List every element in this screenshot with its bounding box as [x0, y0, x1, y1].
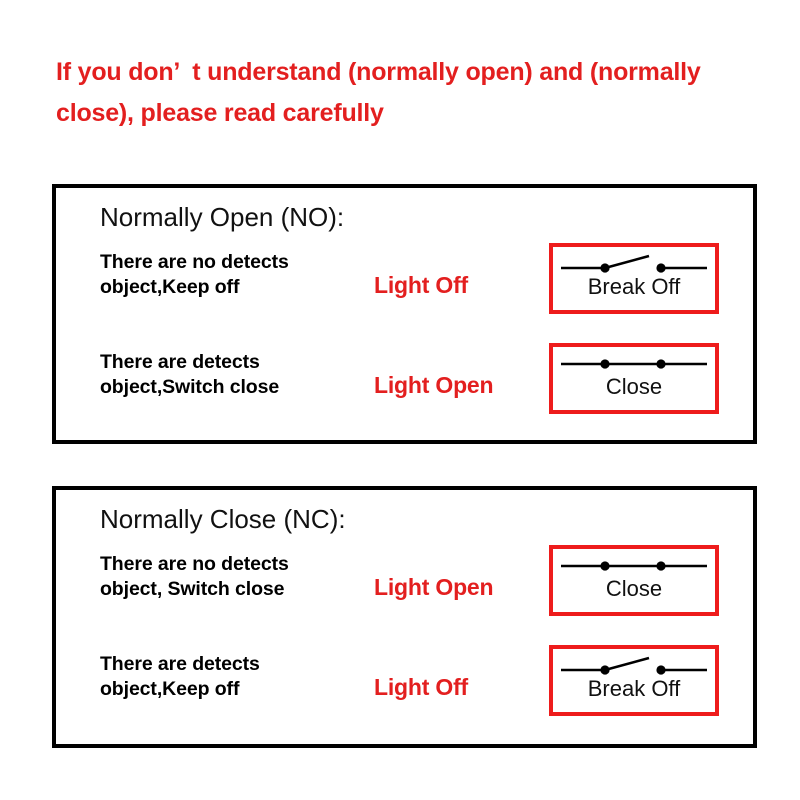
condition-description: There are detects object,Keep off: [100, 653, 260, 700]
switch-symbol-box: Close: [549, 545, 719, 616]
normally-close-panel: Normally Close (NC): There are no detect…: [52, 486, 757, 748]
light-state-label: Light Off: [374, 674, 468, 700]
switch-state-label: Close: [605, 576, 663, 601]
switch-symbol-box: Break Off: [549, 243, 719, 314]
light-state-label: Light Open: [374, 372, 494, 398]
switch-open-icon: [553, 653, 715, 679]
switch-open-icon: [553, 251, 715, 277]
switch-state-label: Break Off: [587, 676, 681, 701]
table-row: There are detects object,Keep off Light …: [56, 645, 753, 738]
light-state-label: Light Off: [374, 272, 468, 298]
condition-description: There are detects object,Switch close: [100, 351, 280, 398]
switch-state-label: Break Off: [587, 274, 681, 299]
normally-close-title: Normally Close (NC):: [100, 504, 346, 534]
switch-symbol-box: Break Off: [549, 645, 719, 716]
normally-open-title: Normally Open (NO):: [100, 202, 345, 232]
table-row: There are detects object,Switch close Li…: [56, 343, 753, 436]
switch-closed-icon: [553, 351, 715, 377]
switch-closed-icon: [553, 553, 715, 579]
switch-state-label: Close: [605, 374, 663, 399]
table-row: There are no detects object,Keep off Lig…: [56, 243, 753, 336]
switch-symbol-box: Close: [549, 343, 719, 414]
condition-description: There are no detects object, Switch clos…: [100, 553, 289, 600]
normally-open-panel: Normally Open (NO): There are no detects…: [52, 184, 757, 444]
condition-description: There are no detects object,Keep off: [100, 251, 289, 298]
light-state-label: Light Open: [374, 574, 494, 600]
table-row: There are no detects object, Switch clos…: [56, 545, 753, 638]
page-title: If you don’ t understand (normally open)…: [56, 58, 708, 127]
